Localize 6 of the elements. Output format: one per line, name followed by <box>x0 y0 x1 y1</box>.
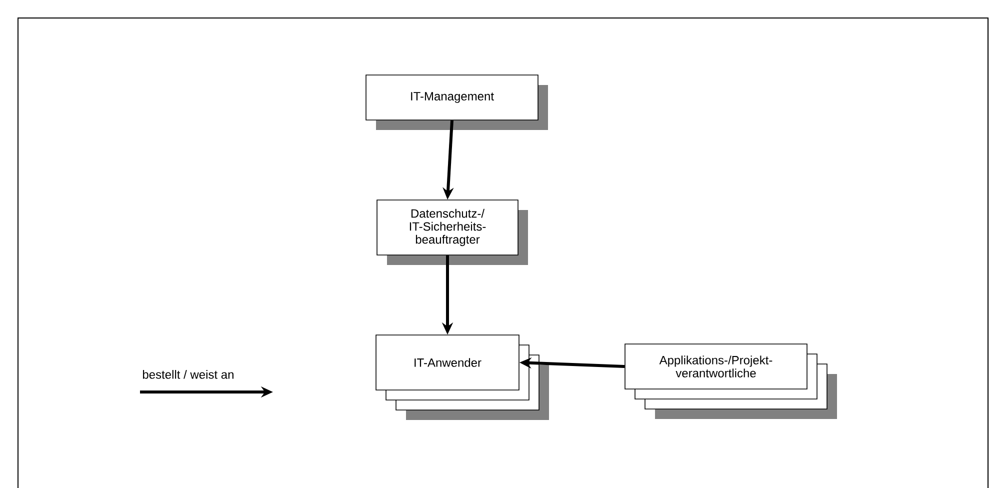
node-label: Applikations-/Projekt- <box>659 356 772 367</box>
legend-text: bestellt / weist an <box>142 370 234 379</box>
process-box: IT-Management <box>366 74 548 130</box>
stacked-box: Applikations-/Projekt- verantwortliche <box>624 344 837 419</box>
process-box: Datenschutz-/ IT-Sicherheits- beauftragter <box>376 200 528 265</box>
stacked-box: IT-Anwender <box>376 334 549 420</box>
